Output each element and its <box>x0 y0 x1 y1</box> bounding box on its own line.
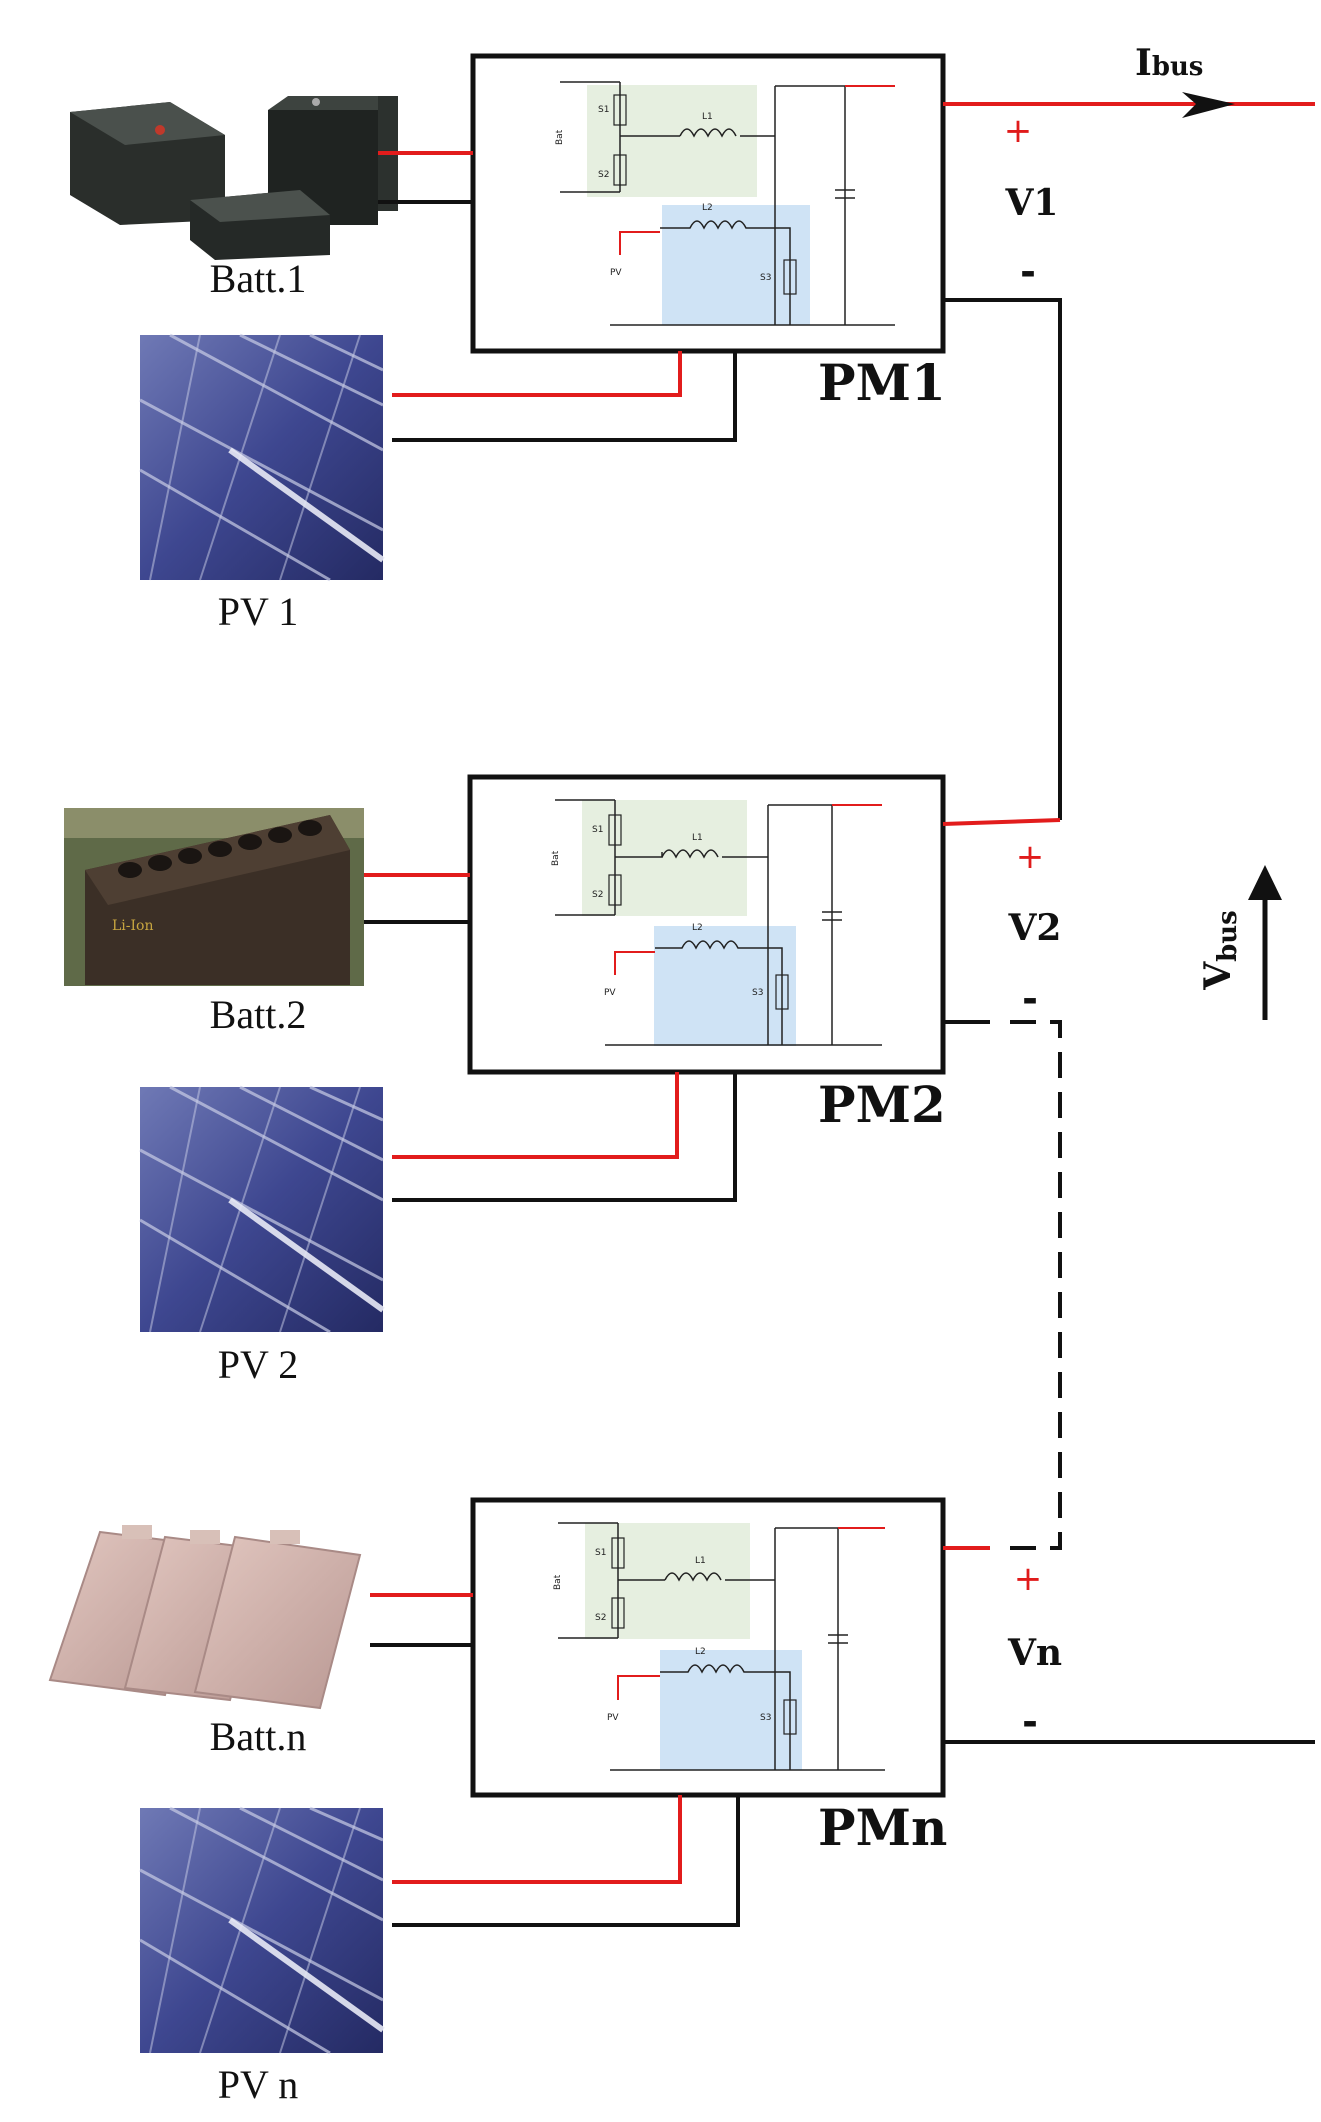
pm1-s2-label: S2 <box>598 170 609 180</box>
pmn-pv-label: PV <box>607 1713 619 1723</box>
bus-current-arrow <box>1182 92 1235 118</box>
pm1-l2-label: L2 <box>702 203 713 213</box>
pv-panel-n-image <box>139 1806 385 2055</box>
v2-minus-sign: - <box>1022 977 1038 1021</box>
vn-label: Vn <box>1007 1632 1062 1674</box>
pm2-pv-label: PV <box>604 988 616 998</box>
pm2-l1-label: L1 <box>692 833 703 843</box>
pm2-l2-label: L2 <box>692 923 703 933</box>
power-module-1: Batt.1 PV 1 S1 S2 L1 L2 S3 <box>70 53 1315 820</box>
power-module-2: Li-Ion Batt.2 PV 2 S1 S2 L1 L2 <box>64 774 1062 1550</box>
v2-label: V2 <box>1008 907 1062 949</box>
bus-voltage-arrow-head <box>1248 865 1282 900</box>
battery-2-label: Batt.2 <box>210 992 307 1037</box>
pv-n-label: PV n <box>218 2062 298 2107</box>
v1-plus-sign: + <box>1004 111 1033 151</box>
pm2-label: PM2 <box>818 1075 946 1134</box>
pmn-s3-label: S3 <box>760 1713 771 1723</box>
pv-n-positive-wire <box>392 1795 682 1884</box>
pm2-circuit: S1 S2 L1 L2 S3 Bat PV <box>551 799 882 1046</box>
battery-2-brand: Li-Ion <box>112 918 153 934</box>
pv-1-label: PV 1 <box>218 589 298 634</box>
battery-2-image: Li-Ion <box>64 808 364 986</box>
pmn-l2-label: L2 <box>695 1647 706 1657</box>
pm1-s1-label: S1 <box>598 105 609 115</box>
bus-current-label: Ibus <box>1135 42 1203 84</box>
pmn-l1-label: L1 <box>695 1556 706 1566</box>
pm1-l1-label: L1 <box>702 112 713 122</box>
battery-n-image <box>48 1525 362 1710</box>
vn-plus-sign: + <box>1014 1559 1043 1599</box>
pm1-label: PM1 <box>818 353 946 412</box>
pmn-circuit: S1 S2 L1 L2 S3 Bat PV <box>553 1522 885 1771</box>
pmn-bat-label: Bat <box>553 1574 563 1590</box>
pm1-pv-label: PV <box>610 268 622 278</box>
bus-voltage-label: Vbus <box>1197 910 1243 990</box>
pm1-to-pm2-wire <box>943 298 1062 820</box>
v1-minus-sign: - <box>1020 250 1036 294</box>
pv-2-positive-wire <box>392 1072 679 1159</box>
v2-plus-sign: + <box>1016 837 1045 877</box>
battery-n-label: Batt.n <box>210 1714 307 1759</box>
pm1-s3-label: S3 <box>760 273 771 283</box>
pv-panel-1-image <box>139 333 385 582</box>
battery-1-label: Batt.1 <box>210 256 307 301</box>
pv-2-label: PV 2 <box>218 1342 298 1387</box>
pmn-s1-label: S1 <box>595 1548 606 1558</box>
pm2-bat-label: Bat <box>551 850 561 866</box>
pm2-to-pmn-dashed-wire <box>1010 1020 1062 1550</box>
vn-minus-sign: - <box>1022 1700 1038 1744</box>
pv-2-negative-wire <box>392 1072 737 1202</box>
power-module-n: Batt.n PV n S1 S2 L1 L2 S3 Bat <box>48 1497 1315 2107</box>
v1-label: V1 <box>1005 182 1059 224</box>
pv-panel-2-image <box>139 1085 385 1334</box>
pmn-label: PMn <box>818 1798 947 1857</box>
pmn-s2-label: S2 <box>595 1613 606 1623</box>
pv-1-negative-wire <box>392 351 737 442</box>
pm2-s1-label: S1 <box>592 825 603 835</box>
pm2-positive-bus-wire <box>942 818 1061 826</box>
battery-1-image <box>70 96 398 260</box>
pv-n-negative-wire <box>392 1795 740 1927</box>
pm1-bat-label: Bat <box>555 129 565 145</box>
pv-1-positive-wire <box>392 351 682 397</box>
pm2-s3-label: S3 <box>752 988 763 998</box>
pm1-circuit: S1 S2 L1 L2 S3 Bat PV <box>555 81 895 326</box>
pm2-s2-label: S2 <box>592 890 603 900</box>
